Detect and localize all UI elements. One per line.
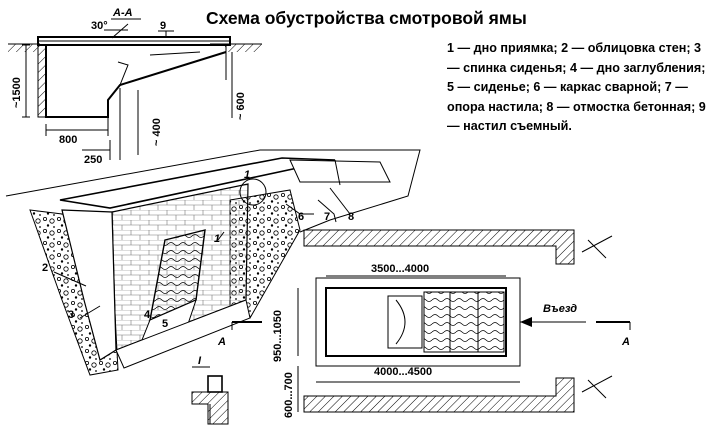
label-9: 9	[160, 20, 166, 32]
section-title: А-А	[112, 7, 133, 19]
diagram-title: Схема обустройства смотровой ямы	[206, 8, 527, 28]
cut-mark-left: А	[217, 336, 226, 348]
pit-plan-view: 3500...4000 4000...4500 950...1050 600..…	[217, 229, 631, 418]
dim-depth: ~1500	[11, 77, 23, 108]
dim-inner-length: 3500...4000	[371, 263, 429, 275]
dim-600: ~ 600	[235, 92, 247, 120]
view-label-5: 5	[162, 318, 168, 330]
dim-width: 800	[59, 134, 77, 146]
view-label-1b: 1	[244, 169, 250, 181]
pit-3d-view: 1 1 2 3 4 5 6 7 8	[5, 149, 421, 376]
entry-label: Въезд	[543, 303, 577, 315]
detail-name: I	[198, 355, 202, 367]
view-label-2: 2	[42, 262, 48, 274]
detail-i: I	[191, 355, 229, 425]
dim-plan-side: 600...700	[283, 372, 295, 418]
dim-outer-length: 4000...4500	[374, 366, 432, 378]
cut-mark-right: А	[621, 336, 630, 348]
dim-400: ~ 400	[151, 118, 163, 146]
angle-label: 30°	[91, 20, 108, 32]
dim-step: 250	[84, 154, 102, 166]
section-a-a: А-А ~1500 800	[8, 7, 262, 166]
view-label-3: 3	[68, 309, 74, 321]
view-label-7: 7	[324, 211, 330, 223]
view-label-1a: 1	[214, 233, 220, 245]
dim-plan-width: 950...1050	[272, 310, 284, 362]
legend-text: 1 — дно приямка; 2 — облицовка стен; 3 —…	[447, 41, 706, 134]
view-label-6: 6	[298, 211, 304, 223]
view-label-8: 8	[348, 211, 354, 223]
view-label-4: 4	[144, 309, 151, 321]
